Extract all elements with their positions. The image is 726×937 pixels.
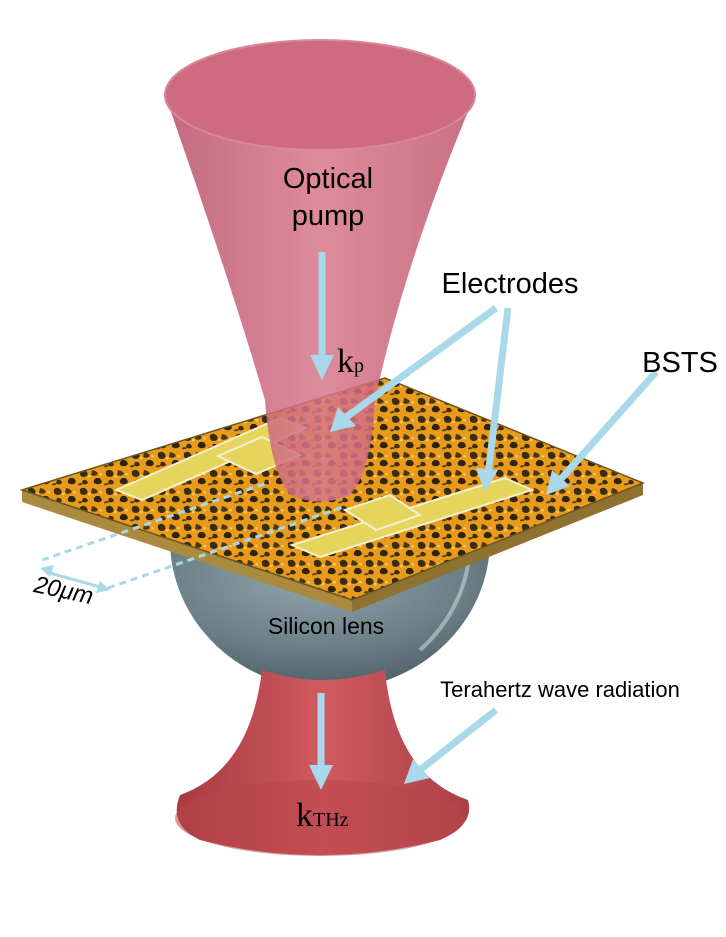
arrows xyxy=(309,252,659,790)
k-thz-label: kTHz xyxy=(296,797,349,834)
terahertz-beam-end xyxy=(175,780,465,856)
terahertz-label: Terahertz wave radiation xyxy=(440,677,680,702)
scale-bar xyxy=(40,480,347,593)
optical-pump-label-line1: Optical xyxy=(283,163,373,195)
optical-pump-label-line2: pump xyxy=(292,200,365,232)
k-thz-sub: THz xyxy=(313,809,349,831)
electrodes-label: Electrodes xyxy=(441,268,578,300)
scale-label: 20μm xyxy=(31,571,96,610)
k-pump-label: kp xyxy=(337,343,364,380)
k-pump-base: k xyxy=(337,343,354,380)
bsts-label: BSTS xyxy=(642,347,718,379)
silicon-lens-label: Silicon lens xyxy=(268,613,384,639)
k-pump-sub: p xyxy=(354,355,364,377)
electrode-right xyxy=(289,476,535,559)
k-thz-base: k xyxy=(296,797,313,834)
